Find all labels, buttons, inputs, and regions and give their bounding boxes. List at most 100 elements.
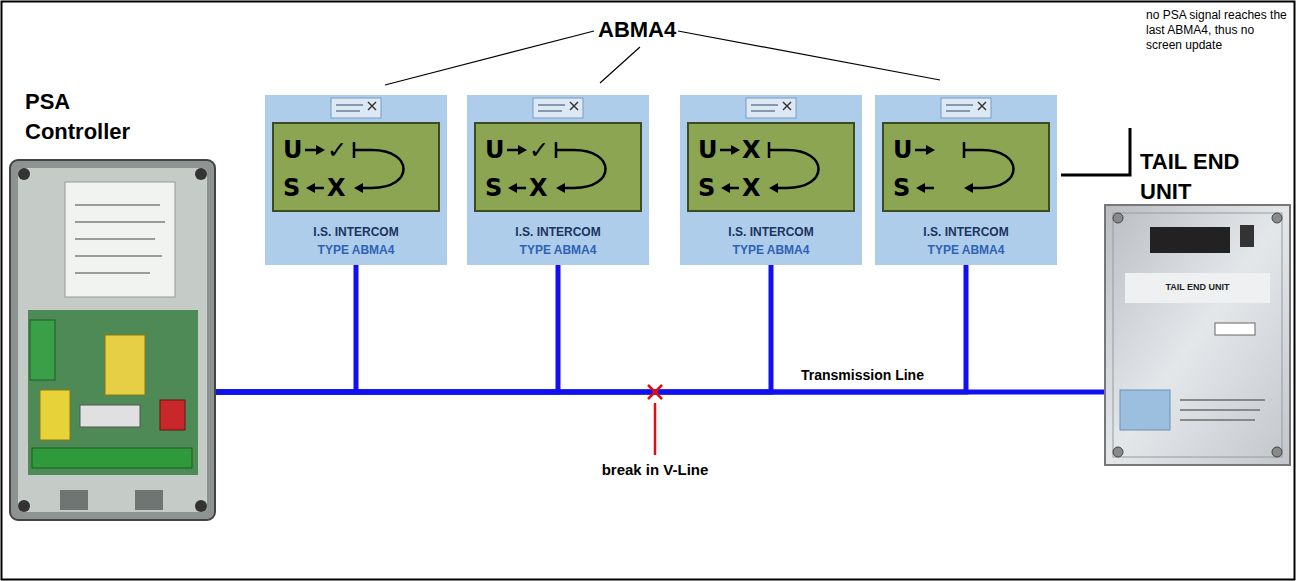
plate-line xyxy=(1180,399,1265,401)
text-slot: U xyxy=(893,135,919,165)
transmission-line xyxy=(215,265,558,392)
panel-edge xyxy=(1113,213,1282,457)
logo-mark xyxy=(570,102,578,110)
logo-mark xyxy=(751,104,778,106)
logo-mark xyxy=(368,102,376,110)
component xyxy=(105,335,145,395)
sticker xyxy=(1215,323,1255,335)
callout-bracket xyxy=(1061,128,1130,175)
text-slot: X xyxy=(742,135,768,165)
text-slot: S xyxy=(283,173,309,203)
screen-symbol: X xyxy=(529,173,548,203)
enclosure xyxy=(10,160,215,520)
text-slot: U xyxy=(485,135,511,165)
component xyxy=(40,390,70,440)
device-name: I.S. INTERCOM xyxy=(923,224,1008,240)
screen-symbol: U xyxy=(698,135,718,165)
text-slot: U xyxy=(283,135,309,165)
tail-end-photo xyxy=(1105,205,1290,465)
screen-symbol: ✓ xyxy=(529,135,549,165)
logo-layer xyxy=(680,95,862,121)
logo-mark xyxy=(336,104,363,106)
signal-arrow xyxy=(924,187,934,190)
indicator xyxy=(1240,225,1254,247)
loop-curve xyxy=(769,150,819,188)
label-line xyxy=(75,238,155,240)
break-mark xyxy=(648,385,662,399)
text-slot: I.S. INTERCOM xyxy=(875,222,1057,240)
text-slot: ✓ xyxy=(529,135,555,165)
logo-mark xyxy=(783,102,791,110)
terminal-strip xyxy=(32,448,192,468)
maker-logo xyxy=(746,98,796,118)
text-slot: X xyxy=(327,173,353,203)
text-slot: S xyxy=(893,173,919,203)
signal-arrow xyxy=(314,187,324,190)
label-line xyxy=(75,272,150,274)
screen-symbol: S xyxy=(698,173,715,203)
lcd-screen: UXSX xyxy=(687,122,855,212)
arrow-head xyxy=(721,183,730,193)
text-slot: I.S. INTERCOM xyxy=(680,222,862,240)
screen-symbol: U xyxy=(893,135,913,165)
arrow-head xyxy=(916,183,925,193)
transmission-line xyxy=(215,265,771,392)
text-slot: I.S. INTERCOM xyxy=(265,222,447,240)
text-slot: ✓ xyxy=(327,135,353,165)
screw xyxy=(1113,447,1123,457)
text-slot: no PSA signal reaches the last ABMA4, th… xyxy=(1146,8,1288,53)
arrow-head xyxy=(926,145,935,155)
arrow-head xyxy=(556,183,565,193)
cable-gland xyxy=(60,490,88,510)
text-slot: X xyxy=(529,173,555,203)
logo-mark xyxy=(978,102,986,110)
device-type: TYPE ABMA4 xyxy=(520,242,597,258)
arrow-head xyxy=(769,183,778,193)
logo-mark xyxy=(368,102,376,110)
text-slot: TAIL END UNIT xyxy=(1140,147,1285,207)
text-slot: TYPE ABMA4 xyxy=(467,240,649,258)
arrow-head xyxy=(518,145,527,155)
screen-symbol: U xyxy=(485,135,505,165)
terminal-block xyxy=(30,320,55,380)
maker-logo xyxy=(331,98,381,118)
logo-mark xyxy=(978,102,986,110)
lcd-screen: US xyxy=(882,122,1050,212)
tail-end-node: TAIL END UNIT TAIL END UNIT xyxy=(1105,145,1290,465)
name-plate xyxy=(1125,273,1270,303)
text-slot: U xyxy=(698,135,724,165)
signal-arrow xyxy=(729,187,739,190)
break-leader xyxy=(654,403,657,455)
screen-symbol: S xyxy=(485,173,502,203)
signal-arrow xyxy=(516,187,526,190)
text-slot: TAIL END UNIT xyxy=(1115,276,1280,294)
transmission-line xyxy=(215,265,356,392)
label-line xyxy=(75,204,160,206)
logo-mark xyxy=(538,110,562,112)
cable-gland xyxy=(135,490,163,510)
text-slot: S xyxy=(698,173,724,203)
screw xyxy=(1272,447,1282,457)
text-slot: break in V-Line xyxy=(545,460,765,480)
arrow-head xyxy=(731,145,740,155)
intercom-unit: I.S. INTERCOMTYPE ABMA4U✓SX xyxy=(467,95,649,265)
logo-mark xyxy=(751,110,775,112)
lcd-screen: U ✓ SX xyxy=(474,122,642,212)
component xyxy=(80,405,140,427)
plate-line xyxy=(1180,409,1260,411)
arrow-head xyxy=(316,145,325,155)
text-slot: PSA Controller xyxy=(25,87,160,147)
break-mark xyxy=(648,385,662,399)
node-heading: PSA Controller xyxy=(25,87,160,147)
device-name: I.S. INTERCOM xyxy=(728,224,813,240)
panel-text: TAIL END UNIT xyxy=(1165,281,1229,293)
controller-photo xyxy=(10,160,215,520)
enclosure-lid xyxy=(18,168,207,512)
logo-mark xyxy=(946,110,970,112)
callout-note: no PSA signal reaches the last ABMA4, th… xyxy=(1146,8,1288,53)
logo-plate xyxy=(1120,390,1170,430)
text-slot: TYPE ABMA4 xyxy=(680,240,862,258)
loop-curve xyxy=(964,150,1014,188)
